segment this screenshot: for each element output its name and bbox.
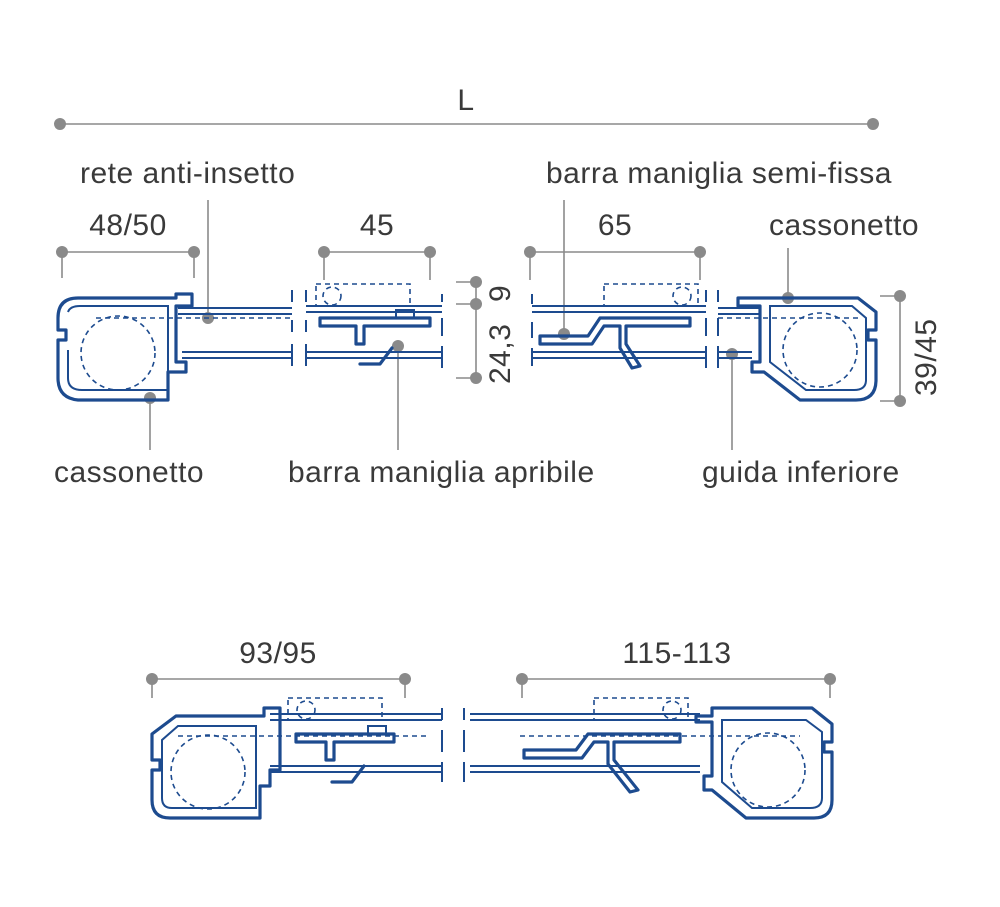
label-insect-net: rete anti-insetto [80, 157, 295, 190]
label-bar-height-small: 9 [484, 285, 517, 302]
label-total-length: L [457, 84, 474, 117]
dimension-semi-fixed-bar-width: 65 [524, 209, 706, 280]
semi-fixed-handle-bar [531, 283, 719, 370]
label-box-width: 48/50 [89, 209, 167, 242]
dimension-box-height: 39/45 [880, 290, 943, 407]
label-box-right: cassonetto [769, 209, 919, 242]
opening-handle-bar [306, 283, 443, 368]
label-box-height: 39/45 [910, 318, 943, 396]
left-rails [96, 290, 307, 366]
label-box-left: cassonetto [54, 456, 204, 489]
leader-lines [144, 200, 794, 450]
variant-right-box [470, 697, 834, 820]
label-semi-fixed-bar-width: 65 [598, 209, 632, 242]
label-lower-guide: guida inferiore [702, 456, 900, 489]
dimension-opening-bar-width: 45 [318, 209, 436, 280]
label-opening-bar-width: 45 [360, 209, 394, 242]
variant-left-box [150, 697, 465, 820]
left-box-profile [56, 292, 194, 402]
label-opening-handle-bar: barra maniglia apribile [288, 456, 595, 489]
label-semi-fixed-handle-bar: barra maniglia semi-fissa [546, 157, 892, 190]
right-box-profile [736, 296, 878, 402]
dimension-bar-height: 24,3 9 [456, 276, 517, 384]
label-variant-left-width: 93/95 [239, 637, 317, 670]
label-bar-height: 24,3 [484, 324, 517, 384]
dimension-box-width: 48/50 [56, 209, 200, 278]
dimension-variant-right: 115-113 [516, 637, 836, 698]
dimension-total-length: L [54, 84, 879, 130]
label-variant-right-width: 115-113 [622, 637, 731, 670]
right-rails [718, 307, 860, 359]
dimension-variant-left: 93/95 [146, 637, 411, 698]
